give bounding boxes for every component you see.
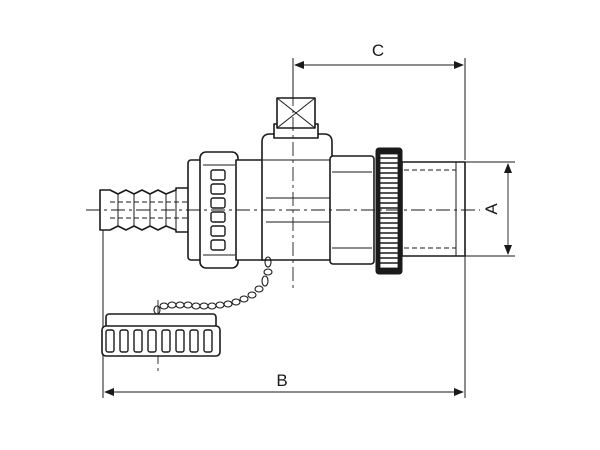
valve-stem: [273, 97, 319, 139]
dimension-c-label: C: [372, 41, 384, 60]
dimension-b: B: [102, 230, 466, 398]
knurled-nut: [375, 147, 403, 275]
valve-body: [235, 133, 333, 261]
cap-chain: [153, 256, 273, 315]
dimension-c: C: [292, 41, 466, 160]
dimension-a: A: [465, 161, 515, 257]
dust-cap: [101, 313, 221, 357]
dimension-a-label: A: [482, 203, 501, 215]
threaded-outlet: [401, 161, 466, 257]
dimension-b-label: B: [276, 371, 287, 390]
